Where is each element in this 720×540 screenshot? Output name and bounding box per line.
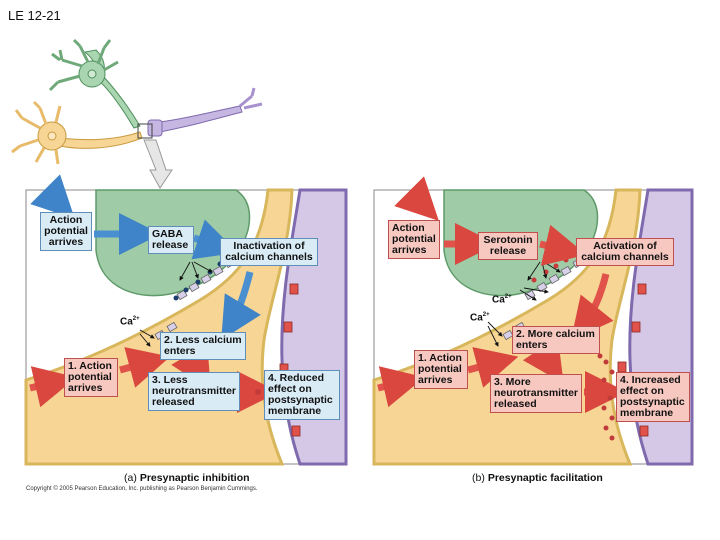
caption-b: (b)Presynaptic facilitation	[472, 472, 603, 484]
label-b-step2: 2. More calcium enters	[512, 326, 600, 354]
ion-a-symbol: Ca	[120, 316, 133, 328]
caption-a-tag: (a)	[124, 472, 137, 484]
caption-b-tag: (b)	[472, 472, 485, 484]
label-b-transmitter: Serotonin release	[478, 232, 538, 260]
label-b-step3: 3. More neurotransmitter released	[490, 374, 582, 413]
presynaptic-neuron	[11, 100, 143, 165]
modulatory-neuron	[48, 38, 141, 129]
label-b-step4: 4. Increased effect on postsynaptic memb…	[616, 372, 690, 422]
label-b-channel: Activation of calcium channels	[576, 238, 674, 266]
label-a-step4: 4. Reduced effect on postsynaptic membra…	[264, 370, 340, 420]
label-a-action-top: Action potential arrives	[40, 212, 92, 251]
label-b-step1: 1. Action potential arrives	[414, 350, 468, 389]
ion-a-charge: 2+	[132, 316, 140, 322]
caption-a: (a)Presynaptic inhibition	[124, 472, 250, 484]
copyright-notice: Copyright © 2005 Pearson Education, Inc.…	[26, 486, 258, 492]
ion-label-b2: Ca2+	[470, 312, 490, 323]
neuron-overview	[11, 38, 263, 189]
ion-label-b1: Ca2+	[492, 294, 512, 305]
caption-b-text: Presynaptic facilitation	[487, 472, 603, 484]
label-b-action-top: Action potential arrives	[388, 220, 440, 259]
ion-b2-symbol: Ca	[470, 312, 483, 324]
caption-a-text: Presynaptic inhibition	[139, 472, 250, 484]
slide-id: LE 12-21	[8, 8, 61, 23]
label-a-step1: 1. Action potential arrives	[64, 358, 118, 397]
label-a-transmitter: GABA release	[148, 226, 194, 254]
ion-b2-charge: 2+	[482, 312, 490, 318]
ion-b1-symbol: Ca	[492, 294, 505, 306]
postsynaptic-neuron	[147, 87, 263, 137]
ion-label-a: Ca2+	[120, 316, 140, 327]
label-a-channel: Inactivation of calcium channels	[220, 238, 318, 266]
label-a-step2: 2. Less calcium enters	[160, 332, 246, 360]
label-a-step3: 3. Less neurotransmitter released	[148, 372, 240, 411]
ion-b1-charge: 2+	[504, 294, 512, 300]
